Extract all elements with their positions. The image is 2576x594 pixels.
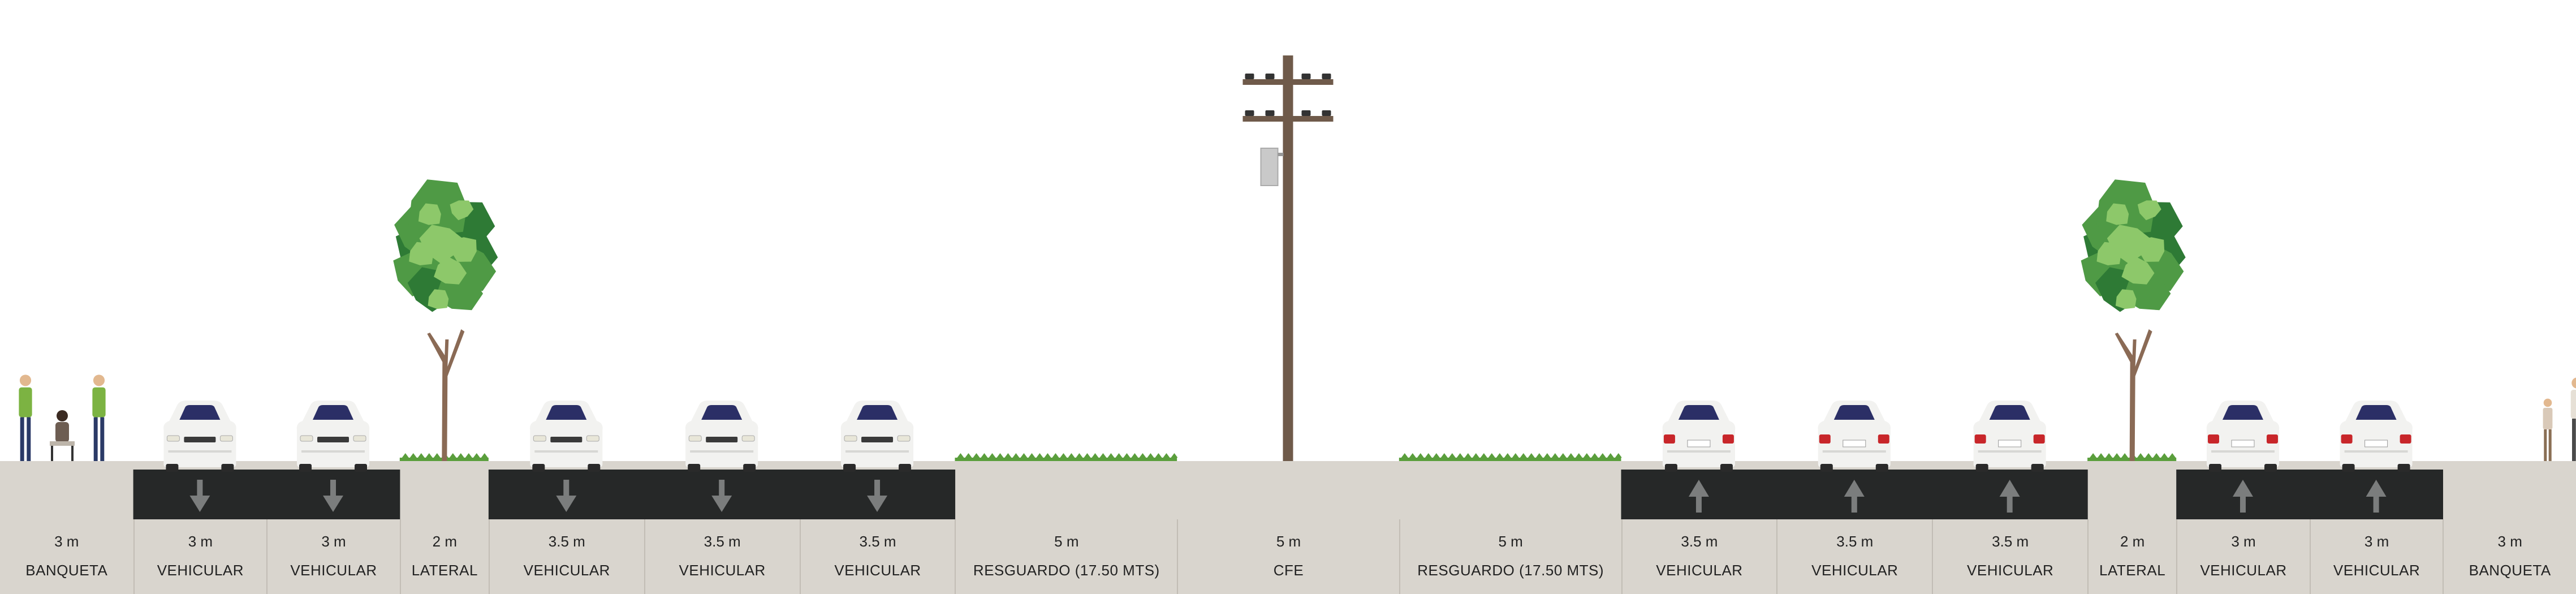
segment-width: 3 m bbox=[2231, 533, 2256, 550]
segment-name: RESGUARDO (17.50 MTS) bbox=[973, 562, 1160, 579]
segment-width: 3.5 m bbox=[859, 533, 896, 550]
segment-width: 3 m bbox=[188, 533, 213, 550]
grass-strip bbox=[955, 453, 1178, 461]
car bbox=[2206, 401, 2280, 472]
tree bbox=[2081, 179, 2186, 461]
car bbox=[685, 401, 758, 472]
car bbox=[1662, 401, 1736, 472]
segment-name: LATERAL bbox=[411, 562, 478, 579]
pedestrian-child bbox=[2543, 398, 2553, 461]
segment-label-12: 3.5 m VEHICULAR bbox=[1932, 519, 2087, 594]
segment-name: VEHICULAR bbox=[1656, 562, 1743, 579]
segment-width: 5 m bbox=[1276, 533, 1301, 550]
car bbox=[530, 401, 603, 472]
wheelchair-user bbox=[50, 410, 75, 461]
segment-width: 3 m bbox=[2364, 533, 2389, 550]
car bbox=[2340, 401, 2413, 472]
segment-width: 2 m bbox=[432, 533, 457, 550]
segment-label-11: 3.5 m VEHICULAR bbox=[1776, 519, 1932, 594]
segment-width: 5 m bbox=[1054, 533, 1079, 550]
pedestrian bbox=[92, 375, 106, 461]
segment-label-6: 3.5 m VEHICULAR bbox=[799, 519, 955, 594]
segment-label-2: 3 m VEHICULAR bbox=[266, 519, 400, 594]
segment-label-14: 3 m VEHICULAR bbox=[2176, 519, 2310, 594]
segment-label-13: 2 m LATERAL bbox=[2087, 519, 2176, 594]
segment-name: VEHICULAR bbox=[1811, 562, 1898, 579]
segment-name: RESGUARDO (17.50 MTS) bbox=[1417, 562, 1604, 579]
pedestrian bbox=[2570, 377, 2576, 461]
segment-name: VEHICULAR bbox=[2200, 562, 2287, 579]
utility-pole bbox=[1242, 55, 1334, 461]
segment-label-15: 3 m VEHICULAR bbox=[2309, 519, 2443, 594]
segment-width: 3.5 m bbox=[704, 533, 741, 550]
lane-direction-arrow bbox=[867, 480, 888, 512]
car bbox=[1818, 401, 1891, 472]
car bbox=[840, 401, 914, 472]
segment-label-7: 5 m RESGUARDO (17.50 MTS) bbox=[955, 519, 1177, 594]
segment-name: VEHICULAR bbox=[290, 562, 377, 579]
segment-name: VEHICULAR bbox=[157, 562, 244, 579]
segment-label-5: 3.5 m VEHICULAR bbox=[644, 519, 800, 594]
segment-width: 3 m bbox=[54, 533, 79, 550]
grass-strip bbox=[1399, 453, 1622, 461]
segment-width: 3 m bbox=[2497, 533, 2522, 550]
segment-width: 2 m bbox=[2120, 533, 2145, 550]
lane-direction-arrow bbox=[189, 480, 210, 512]
car bbox=[296, 401, 370, 472]
segment-name: VEHICULAR bbox=[2333, 562, 2420, 579]
segment-label-8: 5 m CFE bbox=[1177, 519, 1399, 594]
segment-label-3: 2 m LATERAL bbox=[399, 519, 489, 594]
segment-label-10: 3.5 m VEHICULAR bbox=[1621, 519, 1777, 594]
lane-direction-arrow bbox=[711, 480, 732, 512]
segment-name: VEHICULAR bbox=[523, 562, 610, 579]
segment-label-9: 5 m RESGUARDO (17.50 MTS) bbox=[1399, 519, 1621, 594]
lane-direction-arrow bbox=[1844, 480, 1865, 513]
car bbox=[1973, 401, 2046, 472]
lane-direction-arrow bbox=[2366, 480, 2387, 513]
segment-name: BANQUETA bbox=[2469, 562, 2551, 579]
lane-direction-arrow bbox=[1999, 480, 2020, 513]
lane-direction-arrow bbox=[556, 480, 577, 512]
segment-width: 3 m bbox=[321, 533, 346, 550]
segment-name: VEHICULAR bbox=[834, 562, 921, 579]
segment-label-0: 3 m BANQUETA bbox=[0, 519, 133, 594]
segment-width: 3.5 m bbox=[1681, 533, 1718, 550]
segment-width: 3.5 m bbox=[1836, 533, 1874, 550]
segment-label-4: 3.5 m VEHICULAR bbox=[488, 519, 644, 594]
lane-direction-arrow bbox=[2232, 480, 2253, 513]
segment-label-1: 3 m VEHICULAR bbox=[133, 519, 267, 594]
segment-name: BANQUETA bbox=[25, 562, 108, 579]
lane-direction-arrow bbox=[1688, 480, 1709, 513]
lane-direction-arrow bbox=[323, 480, 344, 512]
ground bbox=[0, 461, 2576, 594]
pedestrian bbox=[19, 375, 32, 461]
car bbox=[163, 401, 236, 472]
segment-label-16: 3 m BANQUETA bbox=[2443, 519, 2576, 594]
tree bbox=[393, 179, 498, 461]
segment-name: LATERAL bbox=[2099, 562, 2166, 579]
segment-name: VEHICULAR bbox=[1967, 562, 2054, 579]
segment-name: VEHICULAR bbox=[679, 562, 766, 579]
segment-width: 3.5 m bbox=[548, 533, 585, 550]
segment-width: 3.5 m bbox=[1992, 533, 2029, 550]
segment-width: 5 m bbox=[1498, 533, 1523, 550]
segment-name: CFE bbox=[1273, 562, 1304, 579]
